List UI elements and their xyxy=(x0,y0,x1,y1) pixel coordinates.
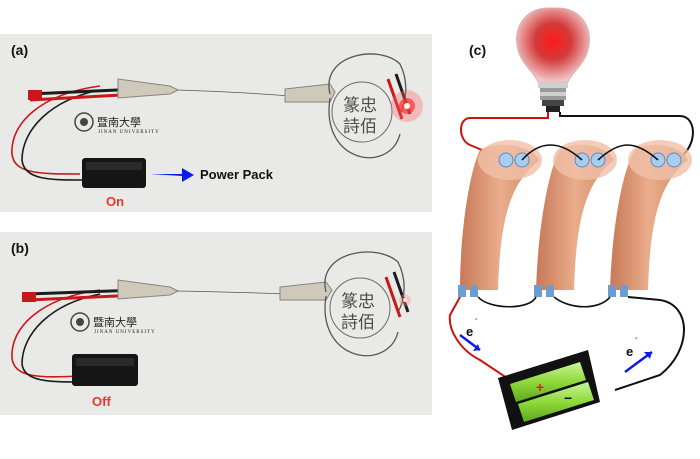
fiber-bundle-2 xyxy=(534,140,617,297)
red-wire-bottom xyxy=(448,296,511,381)
battery-minus: − xyxy=(564,390,572,406)
black-wire-bottom xyxy=(614,296,685,391)
electron-label-left: e xyxy=(466,324,473,339)
panel-a-label: (a) xyxy=(11,42,29,58)
photo-b xyxy=(0,232,432,415)
status-on: On xyxy=(106,194,125,209)
red-wire-top xyxy=(460,112,549,161)
svg-text:詩佰: 詩佰 xyxy=(343,117,377,137)
svg-text:篆忠: 篆忠 xyxy=(343,95,377,116)
panel-a: (a) 篆忠 詩佰 xyxy=(0,34,432,212)
photo-a xyxy=(0,34,432,212)
status-off: Off xyxy=(92,394,111,409)
left-clip-a xyxy=(28,78,180,100)
svg-text:´: ´ xyxy=(635,336,638,348)
panel-b: (b) 篆忠 詩佰 暨南大學 JINAN UNIVERSITY Off xyxy=(0,232,432,415)
panel-b-label: (b) xyxy=(11,240,29,256)
university-en-b: JINAN UNIVERSITY xyxy=(94,330,156,335)
electron-label-right: e xyxy=(626,344,633,359)
university-en-a: JINAN UNIVERSITY xyxy=(98,130,160,135)
battery-pack: + − xyxy=(498,350,600,430)
light-bulb xyxy=(516,7,590,112)
calligraphy-logo-b: 篆忠 詩佰 xyxy=(329,277,391,339)
fiber-bundle-3 xyxy=(608,140,692,297)
schematic-diagram: e ´ e ´ + − xyxy=(448,7,694,430)
battery-plus: + xyxy=(536,379,544,395)
svg-text:篆忠: 篆忠 xyxy=(341,291,375,312)
svg-text:詩佰: 詩佰 xyxy=(341,313,375,333)
calligraphy-logo-a: 篆忠 詩佰 xyxy=(331,81,393,143)
fiber-bundle-1 xyxy=(458,140,542,297)
led-dim-b xyxy=(399,294,411,306)
led-glow-a xyxy=(391,90,423,122)
university-cn-b: 暨南大學 xyxy=(93,315,137,329)
power-arrow xyxy=(150,168,194,182)
university-emblem-b xyxy=(70,312,90,332)
university-emblem-a xyxy=(74,112,94,132)
svg-text:´: ´ xyxy=(475,317,478,329)
circuit-photo-b: 篆忠 詩佰 暨南大學 JINAN UNIVERSITY xyxy=(11,251,411,386)
circuit-photo-a: 篆忠 詩佰 暨南大學 JINAN UNIVERSITY xyxy=(11,53,423,188)
panel-c-label: (c) xyxy=(469,42,487,58)
power-pack-label: Power Pack xyxy=(200,167,273,182)
university-cn-a: 暨南大學 xyxy=(97,115,141,129)
